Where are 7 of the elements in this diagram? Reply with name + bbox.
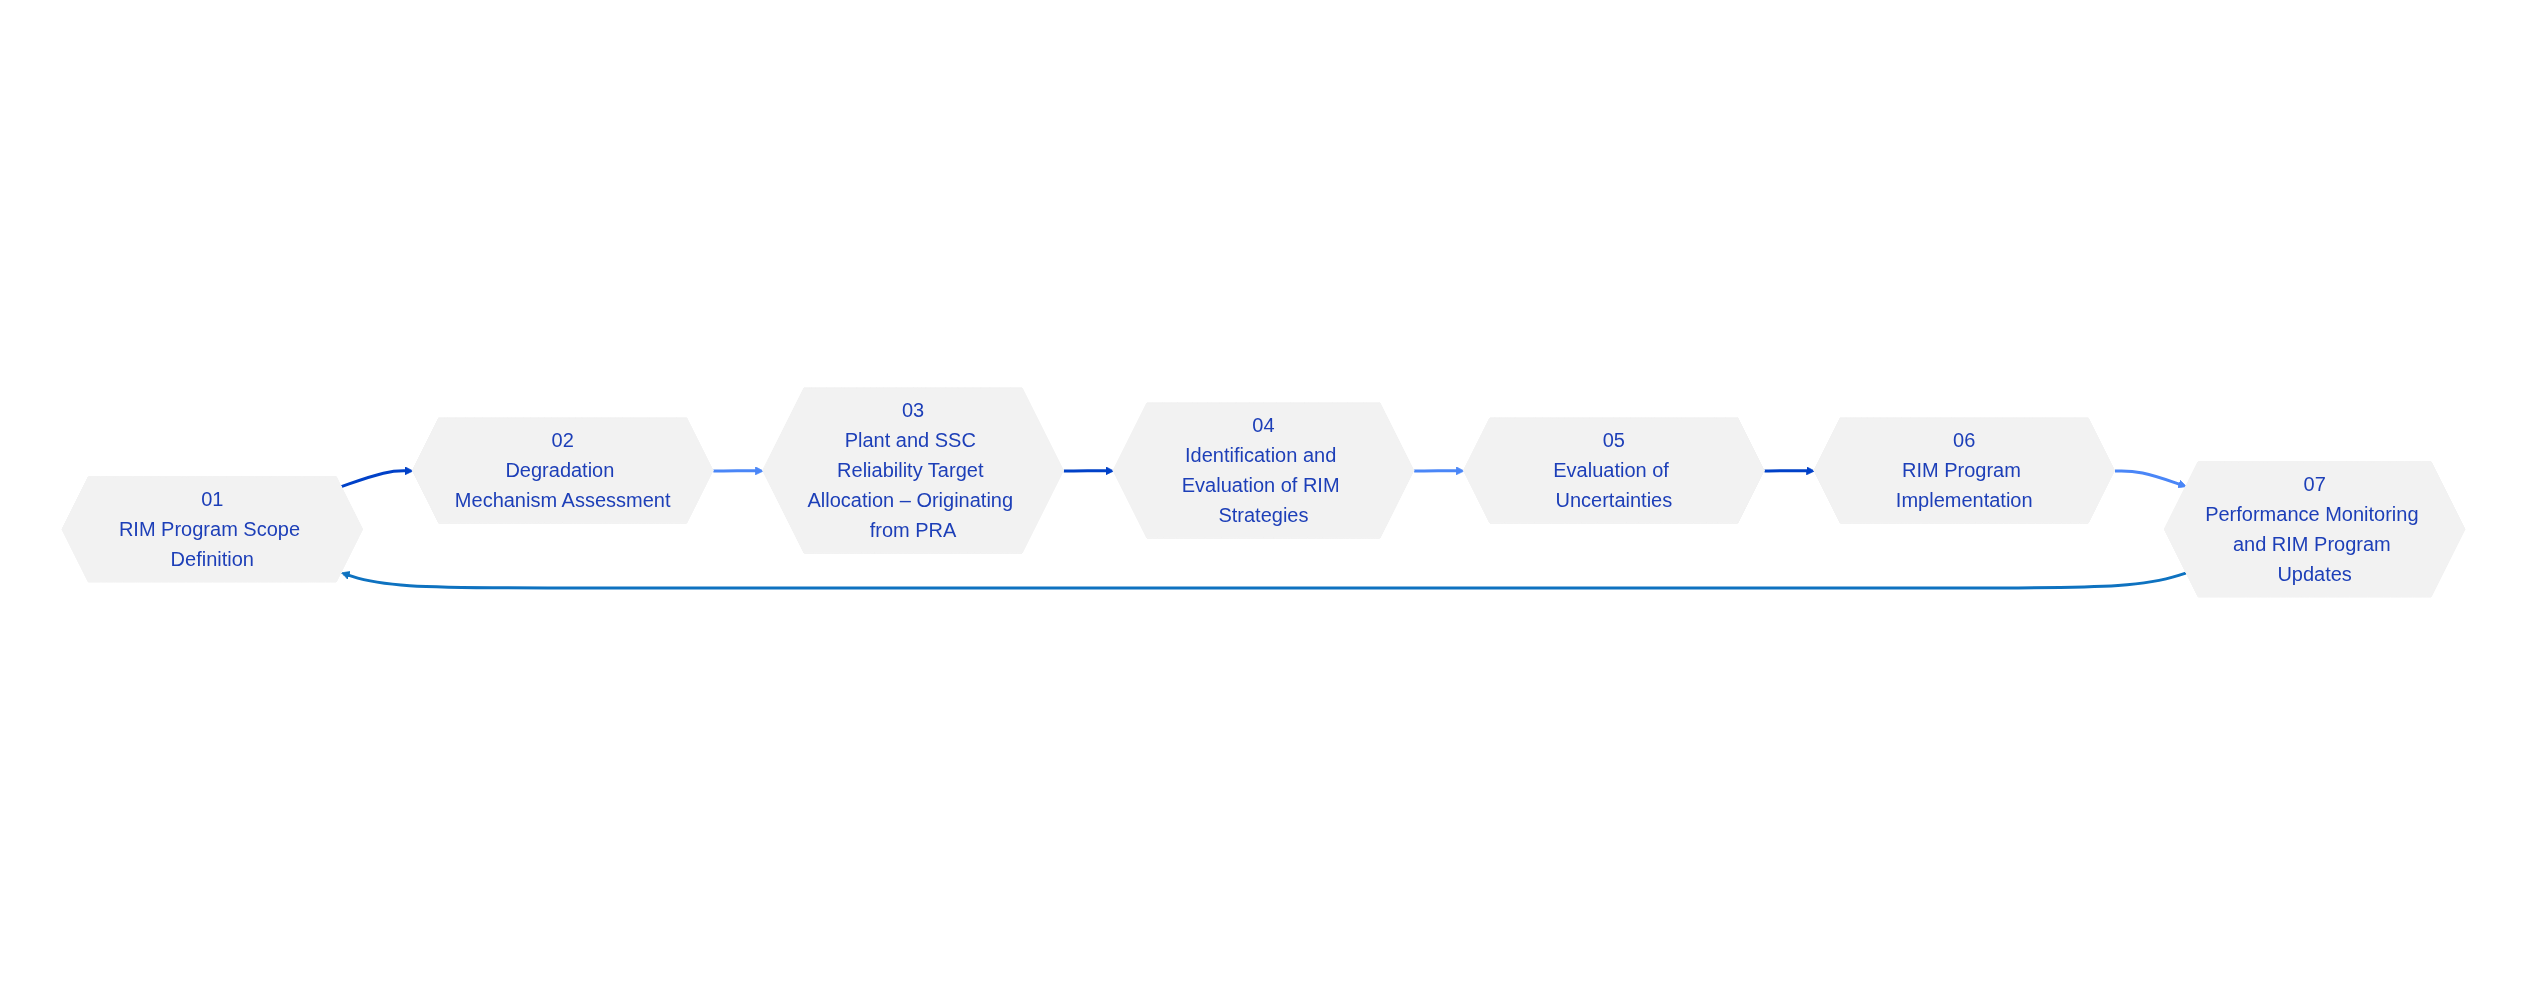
- arrow: [1413, 466, 1465, 475]
- arrow: [712, 466, 764, 475]
- arrow: [340, 570, 2187, 590]
- arrow: [1764, 466, 1815, 475]
- arrow: [2114, 469, 2187, 488]
- arrow: [340, 466, 413, 488]
- arrow: [1063, 466, 1114, 475]
